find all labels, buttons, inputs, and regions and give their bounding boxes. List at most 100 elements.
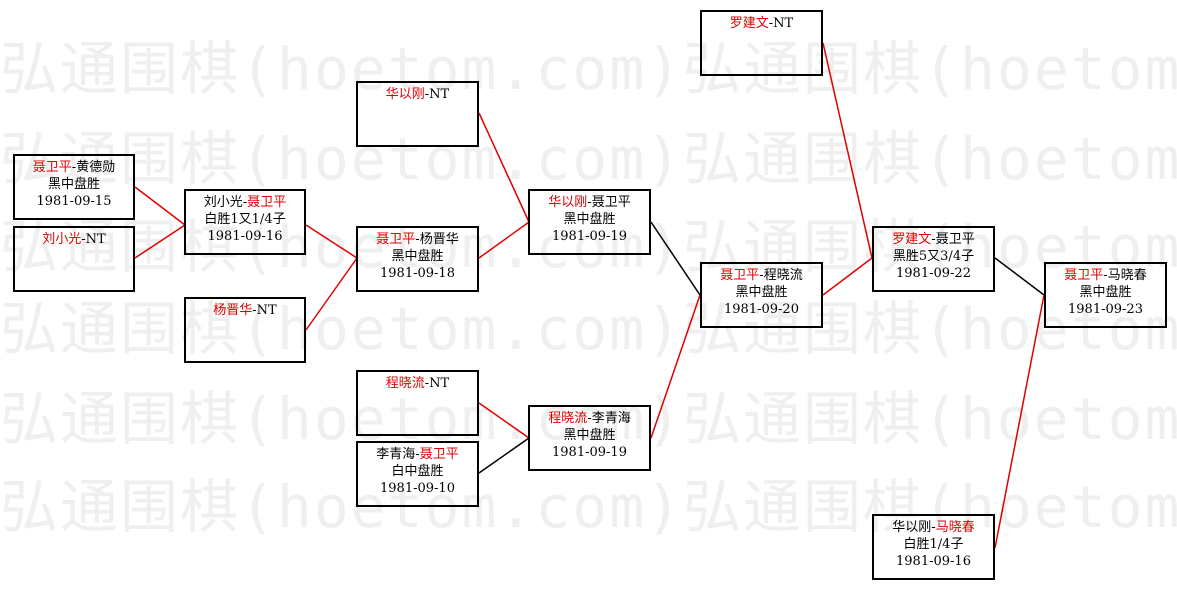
match-players: 罗建文-聂卫平: [874, 231, 993, 248]
match-box: 杨晋华-NT: [184, 297, 306, 363]
separator: -: [1103, 268, 1108, 283]
separator: -NT: [424, 87, 450, 102]
match-players: 杨晋华-NT: [186, 302, 304, 319]
match-box: 聂卫平-程晓流 黑中盘胜 1981-09-20: [700, 262, 823, 328]
separator: -: [415, 447, 420, 462]
separator: -NT: [424, 376, 450, 391]
separator: -NT: [81, 232, 106, 247]
match-result: 黑中盘胜: [563, 212, 616, 227]
connector: [650, 221, 701, 296]
separator: -NT: [768, 16, 794, 31]
separator: -: [587, 411, 592, 426]
player-name: 华以刚: [892, 520, 932, 535]
match-result: 黑中盘胜: [1079, 285, 1132, 300]
match-box: 刘小光-聂卫平 白胜1又1/4子 1981-09-16: [184, 189, 306, 255]
match-players: 李青海-聂卫平: [358, 446, 477, 463]
player-name: 黄德勋: [76, 160, 116, 175]
match-result: 白胜1又1/4子: [204, 212, 286, 227]
player-name: 程晓流: [763, 268, 803, 283]
match-date: 1981-09-16: [896, 554, 971, 569]
match-players: 华以刚-马晓春: [874, 519, 993, 536]
connector: [994, 257, 1045, 296]
winner-name: 罗建文: [729, 16, 769, 31]
match-box: 罗建文-NT: [700, 10, 823, 76]
match-players: 华以刚-聂卫平: [530, 194, 649, 211]
match-result: 黑中盘胜: [47, 177, 100, 192]
winner-name: 罗建文: [892, 232, 932, 247]
match-result: 白胜1/4子: [903, 537, 964, 552]
match-box: 华以刚-NT: [356, 81, 479, 147]
player-name: 杨晋华: [419, 232, 459, 247]
connector: [478, 221, 530, 259]
match-date: 1981-09-22: [896, 266, 971, 281]
match-box: 李青海-聂卫平 白中盘胜 1981-09-10: [356, 441, 479, 507]
player-name: 聂卫平: [591, 195, 631, 210]
match-box: 华以刚-马晓春 白胜1/4子 1981-09-16: [872, 514, 995, 580]
winner-name: 杨晋华: [213, 303, 253, 318]
match-players: 罗建文-NT: [702, 15, 821, 32]
player-name: 李青海: [376, 447, 416, 462]
winner-name: 刘小光: [42, 232, 82, 247]
separator: -: [415, 232, 420, 247]
match-date: 1981-09-20: [724, 302, 799, 317]
player-name: 李青海: [591, 411, 631, 426]
match-result: 黑胜5又3/4子: [892, 249, 975, 264]
match-result: 黑中盘胜: [391, 249, 444, 264]
winner-name: 华以刚: [548, 195, 588, 210]
connector: [478, 112, 530, 223]
match-box: 程晓流-李青海 黑中盘胜 1981-09-19: [528, 405, 651, 471]
connector: [822, 42, 873, 259]
match-box: 聂卫平-黄德勋 黑中盘胜 1981-09-15: [13, 154, 135, 220]
match-players: 刘小光-NT: [15, 231, 133, 248]
winner-name: 聂卫平: [247, 195, 287, 210]
separator: -: [931, 232, 936, 247]
separator: -: [759, 268, 764, 283]
winner-name: 马晓春: [935, 520, 975, 535]
connector: [478, 437, 530, 474]
match-box: 聂卫平-杨晋华 黑中盘胜 1981-09-18: [356, 226, 479, 292]
connector: [305, 224, 358, 259]
match-date: 1981-09-15: [36, 194, 112, 209]
separator: -: [71, 160, 77, 175]
connector: [650, 294, 701, 439]
match-date: 1981-09-16: [207, 229, 283, 244]
winner-name: 程晓流: [385, 376, 425, 391]
match-box: 罗建文-聂卫平 黑胜5又3/4子 1981-09-22: [872, 226, 995, 292]
match-date: 1981-09-10: [380, 481, 455, 496]
connector: [305, 257, 358, 331]
match-players: 程晓流-李青海: [530, 410, 649, 427]
player-name: 刘小光: [203, 195, 243, 210]
match-date: 1981-09-19: [552, 229, 627, 244]
winner-name: 聂卫平: [32, 160, 72, 175]
match-players: 聂卫平-黄德勋: [15, 159, 133, 176]
match-players: 华以刚-NT: [358, 86, 477, 103]
match-box: 程晓流-NT: [356, 370, 479, 436]
separator: -: [242, 195, 248, 210]
connector: [134, 186, 186, 226]
match-result: 黑中盘胜: [735, 285, 788, 300]
connector: [478, 402, 530, 439]
match-date: 1981-09-18: [380, 266, 455, 281]
final-match-box: 聂卫平-马晓春 黑中盘胜 1981-09-23: [1044, 262, 1167, 328]
separator: -NT: [252, 303, 277, 318]
match-players: 聂卫平-程晓流: [702, 267, 821, 284]
match-date: 1981-09-23: [1068, 302, 1143, 317]
match-players: 程晓流-NT: [358, 375, 477, 392]
connector: [134, 224, 186, 259]
match-result: 黑中盘胜: [563, 428, 616, 443]
match-box: 华以刚-聂卫平 黑中盘胜 1981-09-19: [528, 189, 651, 255]
match-players: 聂卫平-杨晋华: [358, 231, 477, 248]
match-players: 聂卫平-马晓春: [1046, 267, 1165, 284]
separator: -: [931, 520, 936, 535]
match-players: 刘小光-聂卫平: [186, 194, 304, 211]
separator: -: [587, 195, 592, 210]
winner-name: 聂卫平: [376, 232, 416, 247]
connector: [822, 257, 873, 296]
match-date: 1981-09-19: [552, 445, 627, 460]
winner-name: 聂卫平: [419, 447, 459, 462]
winner-name: 华以刚: [385, 87, 425, 102]
match-box: 刘小光-NT: [13, 226, 135, 292]
match-result: 白中盘胜: [391, 464, 444, 479]
winner-name: 程晓流: [548, 411, 588, 426]
